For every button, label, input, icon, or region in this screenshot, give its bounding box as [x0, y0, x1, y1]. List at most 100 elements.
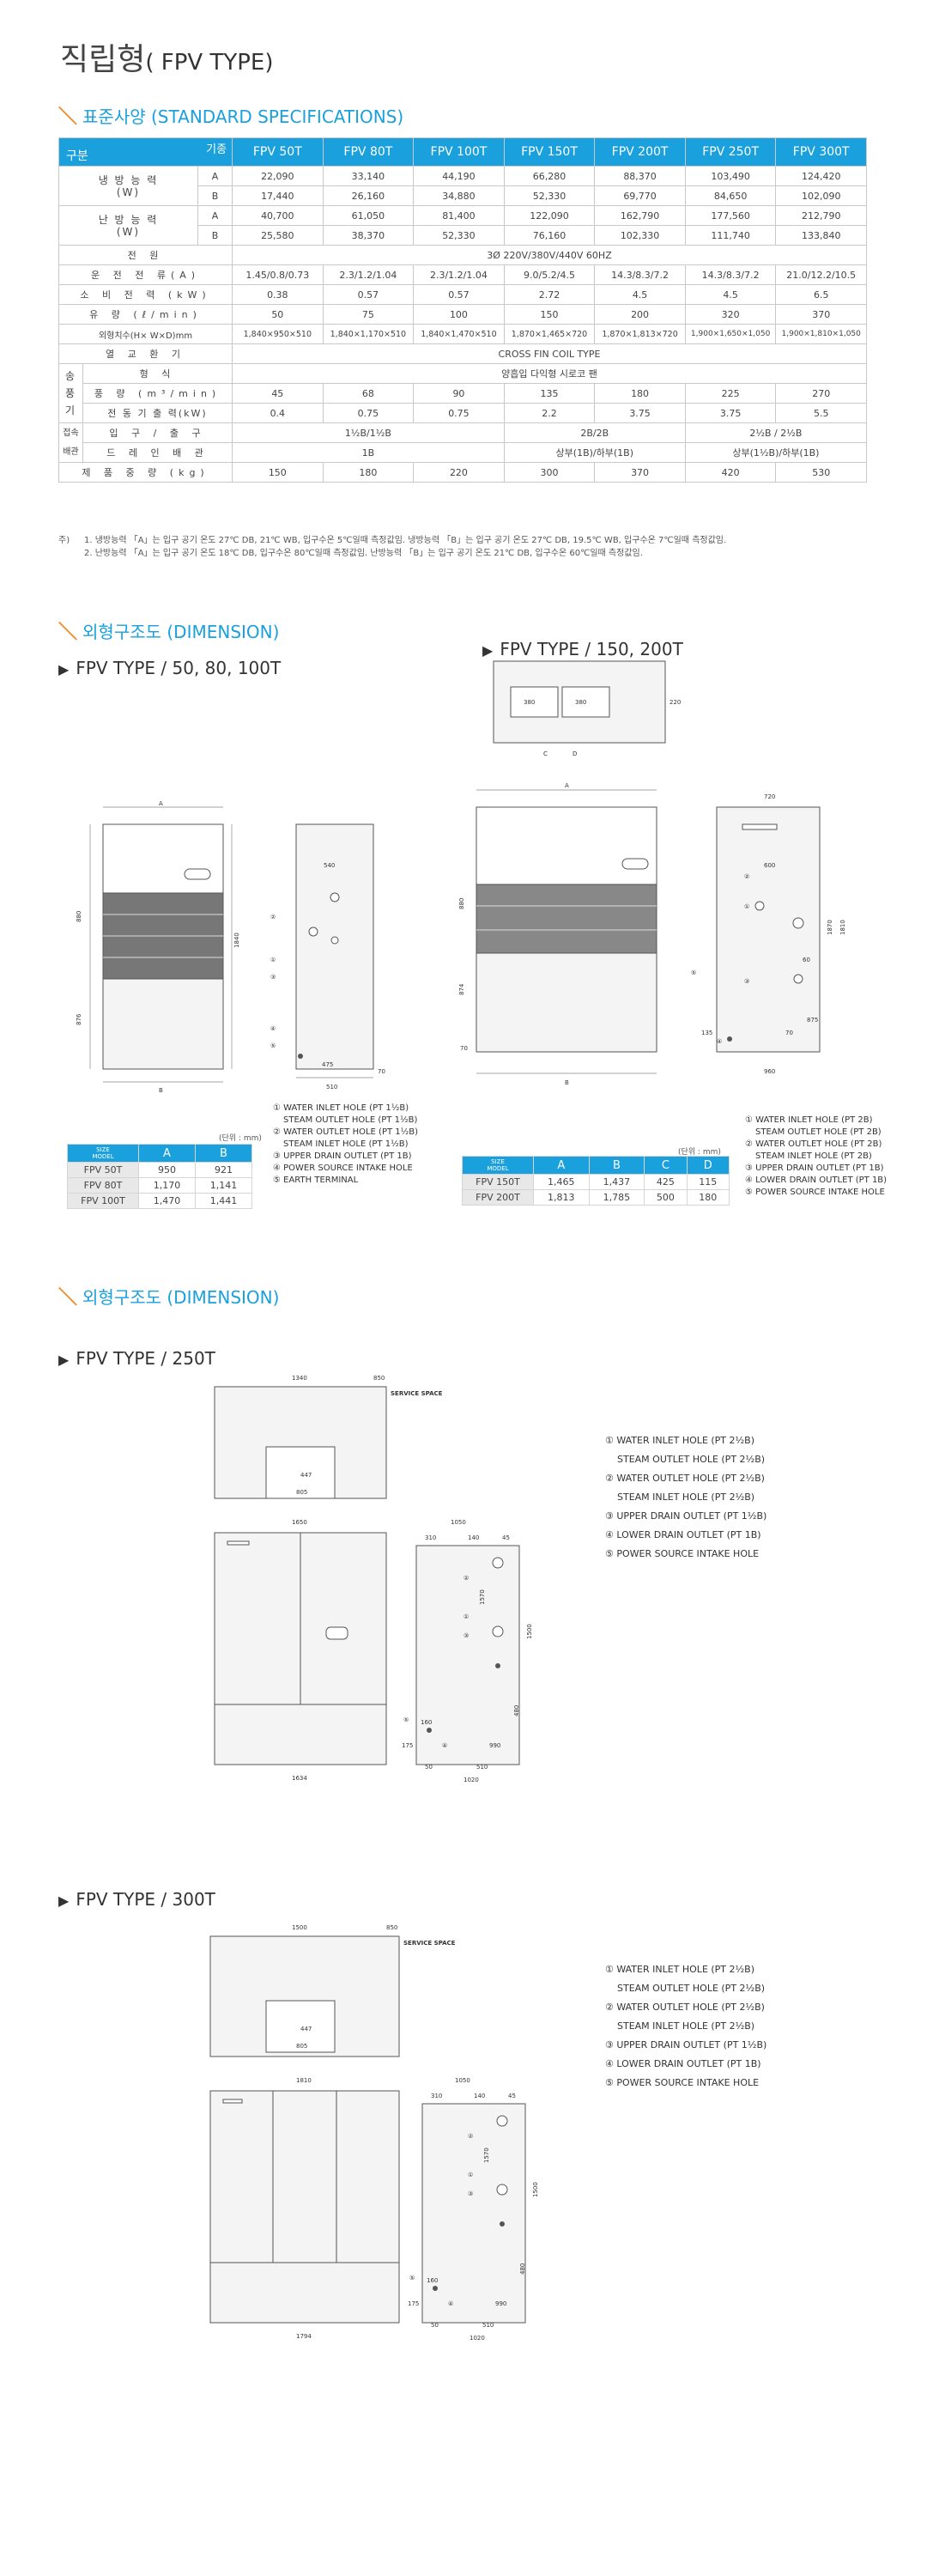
cell: 2.3/1.2/1.04 [413, 264, 505, 285]
triangle-right-icon: ▶ [58, 661, 70, 677]
cell: 1,141 [195, 1177, 252, 1194]
cell: 3.75 [684, 403, 777, 423]
dim-mid-heading: ▶FPV TYPE / 150, 200T [482, 639, 683, 659]
table-row: 열 교 환 기 CROSS FIN COIL TYPE [58, 343, 867, 364]
cell: 25,580 [232, 225, 324, 246]
cell: 44,190 [413, 166, 505, 186]
heating-label: 난 방 능 력(W) [58, 205, 198, 246]
type-value: 양흡입 다익형 시로코 팬 [232, 363, 867, 384]
col-header: A [533, 1156, 590, 1175]
model-header: FPV 50T [232, 137, 324, 167]
unit-side-body [295, 823, 374, 1070]
cell: 0.75 [322, 403, 415, 423]
cell: FPV 200T [462, 1189, 534, 1206]
dim-label-c: C [543, 750, 548, 757]
model-header: FPV 80T [322, 137, 415, 167]
type-label: 형 식 [82, 363, 233, 384]
unit-body [209, 2090, 400, 2324]
table-row: 드 레 인 배 관 1B 상부(1B)/하부(1B) 상부(1¹⁄₂B)/하부(… [59, 442, 868, 463]
dim-label: 50 [425, 1764, 433, 1771]
callout: ④ [442, 1742, 447, 1749]
spec-table: 구분 기종 FPV 50T FPV 80T FPV 100T FPV 150T … [58, 137, 868, 483]
dim-small-heading: ▶FPV TYPE / 50, 80, 100T [58, 658, 281, 678]
cell: 1.45/0.8/0.73 [232, 264, 324, 285]
dim-label: 160 [427, 2277, 438, 2284]
callout: ① [464, 1613, 469, 1620]
legend-item: ④ LOWER DRAIN OUTLET (PT 1B) [745, 1176, 888, 1185]
hole-4 [433, 2286, 438, 2291]
col-header: A [138, 1144, 196, 1163]
dim-label: 175 [402, 1742, 413, 1749]
triangle-right-icon: ▶ [482, 642, 494, 659]
dim-label-h1: 880 [458, 898, 465, 909]
cell: 270 [775, 383, 867, 404]
cell: 3.75 [594, 403, 686, 423]
note-row: 주) 1. 냉방능력 「A」는 입구 공기 온도 27℃ DB, 21℃ WB,… [58, 534, 726, 560]
dim-label: 1570 [483, 2148, 490, 2163]
cell: 14.3/8.3/7.2 [684, 264, 777, 285]
note-prefix: 주) [58, 536, 70, 545]
legend-item: ② WATER OUTLET HOLE (PT 1¹⁄₂B) [273, 1127, 419, 1137]
legend-item: ④ LOWER DRAIN OUTLET (PT 1B) [605, 1529, 761, 1540]
dim-label: 1650 [292, 1519, 307, 1526]
cell: FPV 100T [67, 1193, 139, 1209]
cell: 1,170 [138, 1177, 196, 1194]
dim-label: 850 [386, 1924, 397, 1931]
cell: 90 [413, 383, 505, 404]
cell: 200 [594, 304, 686, 325]
legend-item: ③ UPPER DRAIN OUTLET (PT 1B) [273, 1151, 412, 1161]
dim-label-h4: 874 [458, 983, 465, 995]
cell: 177,560 [684, 205, 777, 226]
callout: ② [744, 873, 749, 880]
cell: 530 [775, 462, 867, 483]
inout-label: 입 구 / 출 구 [82, 422, 233, 443]
dim-label: 447 [300, 2026, 312, 2032]
legend-item: ① WATER INLET HOLE (PT 2B) [745, 1115, 873, 1125]
top-opening [561, 686, 610, 718]
dim-label: 1570 [479, 1589, 486, 1605]
dim-label-t4: 220 [670, 699, 681, 706]
cell: 40,700 [232, 205, 324, 226]
dim-300-heading: ▶FPV TYPE / 300T [58, 1889, 215, 1910]
dim-label: 805 [296, 1489, 307, 1496]
section-spec: ＼표준사양 (STANDARD SPECIFICATIONS) [58, 101, 403, 129]
slash-icon: ＼ [58, 622, 78, 643]
dim-label: 447 [300, 1472, 312, 1479]
dim-label-s4: 135 [701, 1030, 712, 1036]
legend-item: ① WATER INLET HOLE (PT 1¹⁄₂B) [273, 1103, 409, 1113]
cell: 2B/2B [503, 422, 686, 443]
cell: 2.72 [503, 284, 596, 305]
model-header: FPV 200T [594, 137, 686, 167]
corner-bottom: 구분 [66, 149, 88, 163]
section-dim2: ＼외형구조도 (DIMENSION) [58, 1282, 279, 1309]
top-opening [510, 686, 559, 718]
cell: 300 [503, 462, 596, 483]
legend-item: ② WATER OUTLET HOLE (PT 2¹⁄₂B) [605, 1473, 765, 1484]
cell: 1,465 [533, 1174, 590, 1190]
top-opening [265, 2000, 336, 2053]
cell: 0.38 [232, 284, 324, 305]
cell: 111,740 [684, 225, 777, 246]
col-header: B [588, 1156, 645, 1175]
dim-label-a: A [565, 782, 569, 789]
legend-item: STEAM INLET HOLE (PT 1¹⁄₂B) [283, 1139, 409, 1149]
cell: 52,330 [413, 225, 505, 246]
flow-label: 유 량 (ℓ/min) [58, 304, 233, 325]
dim-label-b: B [159, 1087, 163, 1094]
cell: 370 [594, 462, 686, 483]
page-title: 직립형( FPV TYPE) [60, 34, 273, 79]
callout: ④ [270, 1025, 276, 1032]
dim-250-legend: ① WATER INLET HOLE (PT 2¹⁄₂B) STEAM OUTL… [605, 1431, 766, 1564]
dim-label: 1810 [296, 2077, 312, 2084]
cell: 0.75 [413, 403, 505, 423]
dim-label: 310 [431, 2093, 442, 2099]
legend-item: ② WATER OUTLET HOLE (PT 2¹⁄₂B) [605, 2002, 765, 2013]
legend-item: ⑤ EARTH TERMINAL [273, 1176, 359, 1185]
